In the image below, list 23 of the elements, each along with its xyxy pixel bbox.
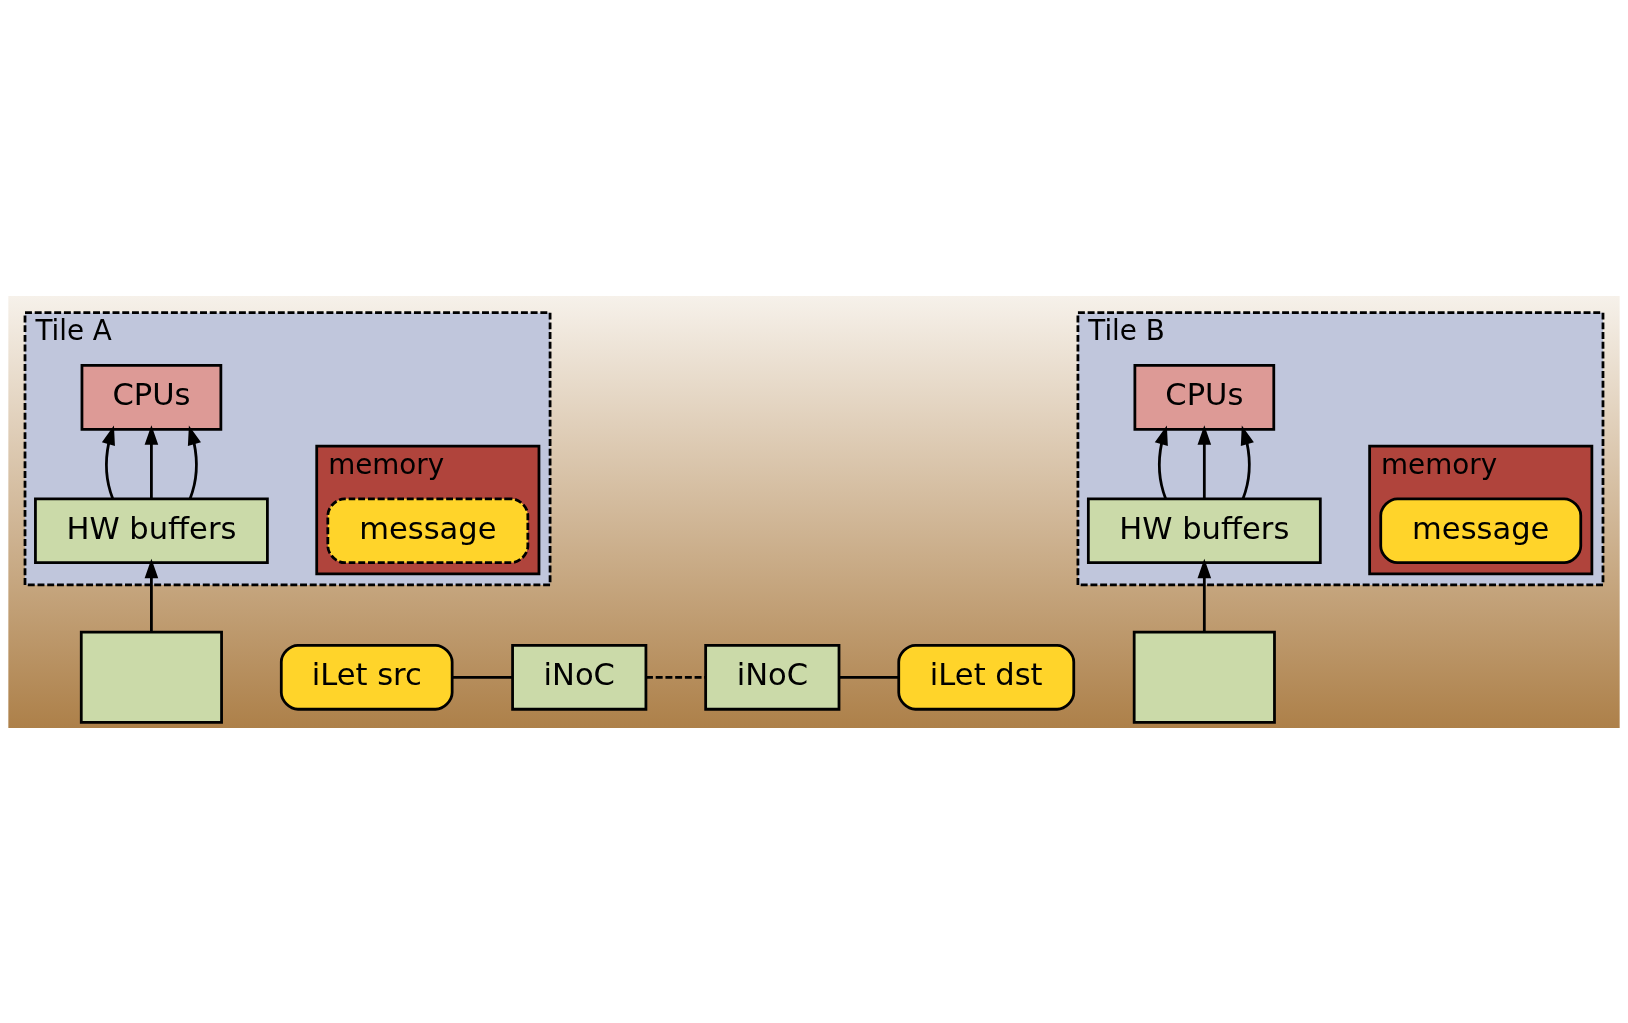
connector <box>839 675 899 679</box>
node-box <box>1132 630 1276 724</box>
node-box: iNoC <box>511 643 648 711</box>
arrow <box>144 558 159 632</box>
node-box: iNoC <box>704 643 841 711</box>
arrow <box>101 425 115 499</box>
node-box: message <box>326 496 530 564</box>
arrow <box>1240 425 1254 499</box>
node-box: iLet src <box>279 643 454 711</box>
node-box <box>79 630 223 724</box>
arrow <box>144 424 159 498</box>
arrow <box>187 425 201 499</box>
node-box: CPUs <box>80 363 223 431</box>
node-box: message <box>1379 496 1583 564</box>
arrow <box>1197 558 1212 632</box>
node-box: CPUs <box>1133 363 1276 431</box>
node-box: HW buffers <box>1086 496 1322 564</box>
node-box: HW buffers <box>34 496 269 564</box>
arrow <box>1197 424 1212 498</box>
connector <box>452 675 513 679</box>
node-box: iLet dst <box>897 643 1076 711</box>
connector <box>646 675 706 679</box>
arrow <box>1154 425 1168 499</box>
